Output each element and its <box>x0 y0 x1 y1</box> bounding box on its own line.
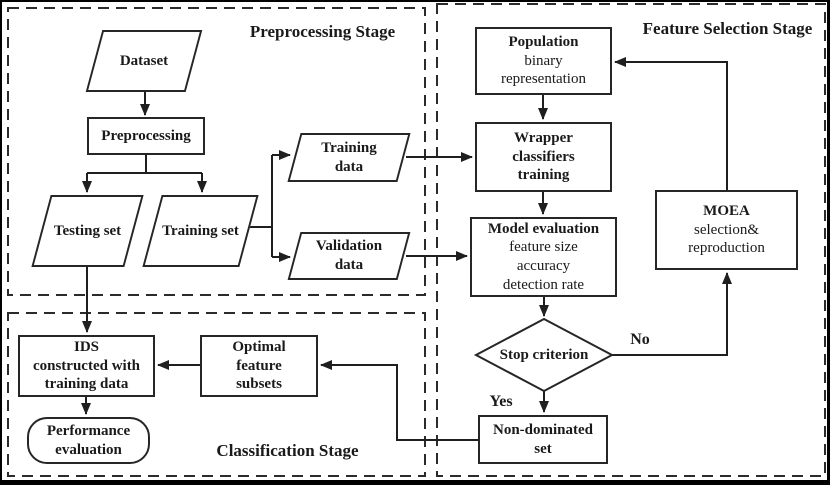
feature-selection-stage-box <box>436 3 826 477</box>
node-label: subsets <box>236 376 282 393</box>
node-label: evaluation <box>55 441 122 458</box>
preprocessing-stage-title: Preprocessing Stage <box>249 22 396 41</box>
edge-moea-population <box>614 57 728 190</box>
node-label: Model evaluation <box>487 220 600 237</box>
preprocessing-stage-box <box>7 7 426 296</box>
node-population: Population binary representation <box>475 27 612 95</box>
node-sublabel: detection rate <box>502 276 585 293</box>
edge-non-dominated-optimal <box>320 360 478 441</box>
classification-stage-title: Classification Stage <box>216 441 359 460</box>
node-moea: MOEA selection& reproduction <box>655 190 798 270</box>
edge-stop-no-moea <box>612 272 732 356</box>
node-label: Stop criterion <box>499 346 589 363</box>
classification-stage-box <box>7 312 426 477</box>
node-label: Optimal <box>232 338 286 355</box>
node-preprocessing: Preprocessing <box>87 117 205 155</box>
node-label: data <box>334 257 364 273</box>
node-label: Dataset <box>119 52 169 69</box>
node-label: Validation <box>315 238 383 255</box>
node-label: classifiers <box>512 148 575 165</box>
node-testing-set: Testing set <box>31 195 144 267</box>
node-training-data: Training data <box>285 133 413 182</box>
node-label: Training set <box>162 222 239 239</box>
node-sublabel: binary <box>524 52 563 69</box>
node-label: IDS <box>73 338 99 355</box>
node-label: Wrapper <box>514 129 573 146</box>
no-edge-label: No <box>630 331 650 348</box>
node-label: set <box>534 440 552 457</box>
node-validation-data: Validation data <box>285 232 413 280</box>
node-label: Training <box>321 139 377 156</box>
feature-selection-stage-title: Feature Selection Stage <box>642 19 813 38</box>
node-label: constructed with <box>32 357 141 374</box>
node-optimal-feature-subsets: Optimal feature subsets <box>200 335 318 397</box>
node-wrapper-classifiers-training: Wrapper classifiers training <box>475 122 612 192</box>
node-sublabel: reproduction <box>688 240 765 257</box>
node-sublabel: representation <box>501 71 586 88</box>
node-non-dominated-set: Non-dominated set <box>478 415 608 464</box>
stop-criterion-diamond-shape <box>473 317 615 393</box>
node-sublabel: feature size <box>509 239 578 256</box>
edge-preprocessing-split <box>87 155 202 174</box>
node-label: feature <box>236 357 282 374</box>
node-stop-criterion: Stop criterion <box>477 330 611 380</box>
node-model-evaluation: Model evaluation feature size accuracy d… <box>470 217 617 297</box>
edge-training-set-branch <box>249 155 273 257</box>
node-label: MOEA <box>703 202 750 219</box>
node-label: Performance <box>46 422 131 439</box>
node-label: Non-dominated <box>492 421 593 438</box>
node-label: Testing set <box>53 222 122 239</box>
node-label: data <box>334 158 364 175</box>
node-sublabel: selection& <box>694 221 759 238</box>
node-training-set: Training set <box>142 195 259 267</box>
node-label: training <box>517 167 570 184</box>
node-sublabel: accuracy <box>516 258 571 274</box>
node-dataset: Dataset <box>85 30 203 92</box>
node-ids: IDS constructed with training data <box>18 335 155 397</box>
node-label: Population <box>508 33 579 50</box>
node-label: Preprocessing <box>101 127 191 144</box>
yes-edge-label: Yes <box>489 393 513 410</box>
node-performance-evaluation: Performance evaluation <box>27 417 150 464</box>
node-label: training data <box>44 376 129 393</box>
